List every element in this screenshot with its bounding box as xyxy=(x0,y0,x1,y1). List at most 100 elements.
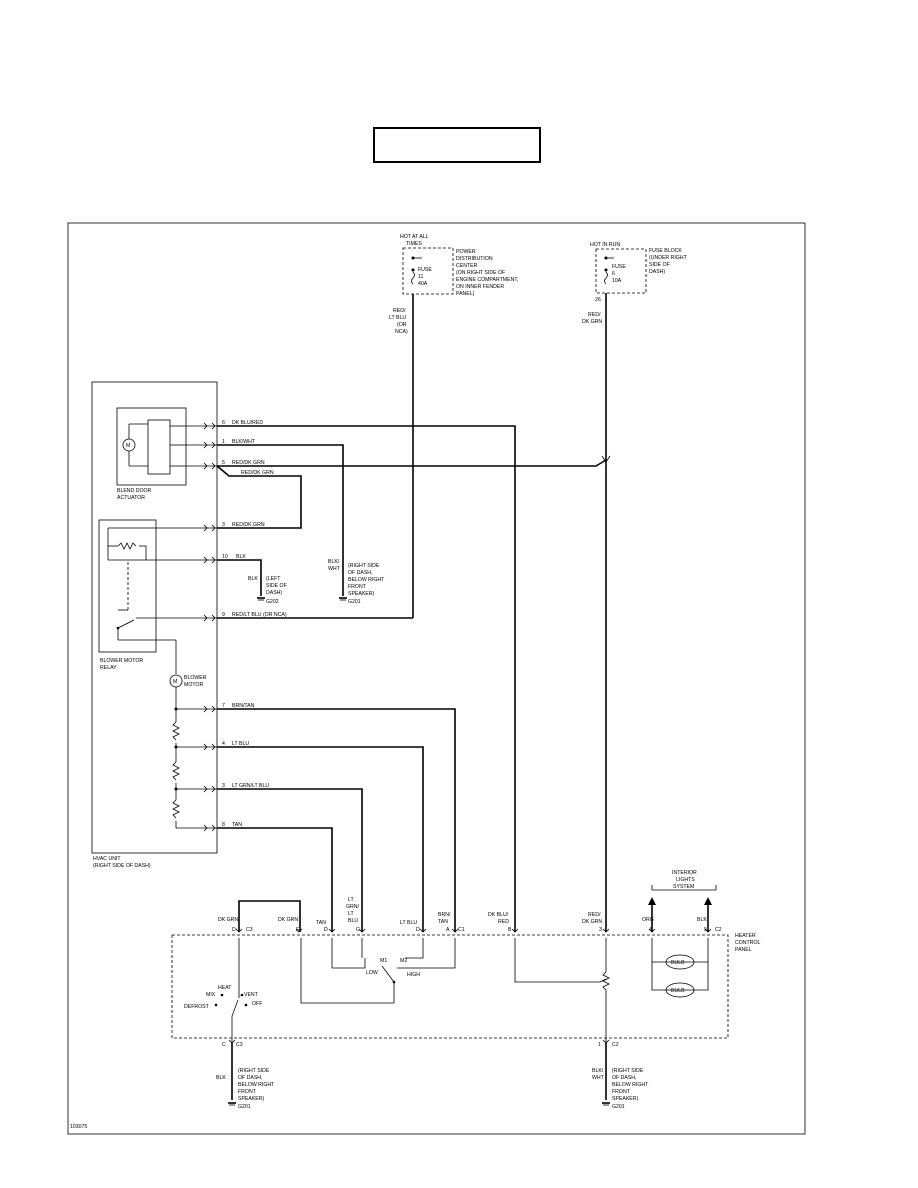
svg-text:TAN: TAN xyxy=(438,919,448,925)
svg-text:HOT IN RUN: HOT IN RUN xyxy=(590,242,620,248)
svg-text:(RIGHT SIDE: (RIGHT SIDE xyxy=(612,1068,644,1074)
svg-text:BLOWER: BLOWER xyxy=(184,675,207,681)
svg-text:7: 7 xyxy=(222,703,225,709)
svg-text:TAN: TAN xyxy=(232,822,242,828)
svg-text:DK GRN: DK GRN xyxy=(278,917,298,923)
svg-text:HIGH: HIGH xyxy=(407,972,420,978)
svg-text:4: 4 xyxy=(222,741,225,747)
svg-text:BLK: BLK xyxy=(216,1075,226,1081)
blower-motor: M BLOWER MOTOR xyxy=(156,639,207,828)
svg-text:BLK: BLK xyxy=(697,917,707,923)
svg-text:HVAC UNIT: HVAC UNIT xyxy=(93,856,121,862)
svg-text:(UNDER RIGHT: (UNDER RIGHT xyxy=(649,255,688,261)
title-box xyxy=(373,127,541,163)
svg-text:WHT: WHT xyxy=(328,566,341,572)
svg-text:BLK: BLK xyxy=(236,554,246,560)
svg-text:OF DASH,: OF DASH, xyxy=(348,570,373,576)
svg-text:RED/DK GRN: RED/DK GRN xyxy=(232,522,265,528)
svg-text:BULB: BULB xyxy=(671,988,685,994)
svg-text:TIMES: TIMES xyxy=(406,241,422,247)
svg-text:M: M xyxy=(126,443,130,449)
svg-text:G201: G201 xyxy=(612,1104,625,1110)
svg-text:BLK: BLK xyxy=(248,576,258,582)
svg-text:GRN/: GRN/ xyxy=(346,904,360,910)
svg-text:C2: C2 xyxy=(715,927,722,933)
svg-text:RED/DK GRN: RED/DK GRN xyxy=(241,470,274,476)
svg-text:(RIGHT SIDE: (RIGHT SIDE xyxy=(348,563,380,569)
svg-text:SIDE OF: SIDE OF xyxy=(266,583,287,589)
svg-text:3: 3 xyxy=(222,783,225,789)
svg-text:1: 1 xyxy=(222,439,225,445)
svg-text:INTERIOR: INTERIOR xyxy=(672,870,697,876)
svg-text:E: E xyxy=(296,927,300,933)
svg-text:FUSE BLOCK: FUSE BLOCK xyxy=(649,248,682,254)
svg-text:D: D xyxy=(416,927,420,933)
svg-text:BELOW RIGHT: BELOW RIGHT xyxy=(348,577,385,583)
svg-text:ACTUATOR: ACTUATOR xyxy=(117,495,145,501)
svg-text:5: 5 xyxy=(222,460,225,466)
svg-text:WHT: WHT xyxy=(592,1075,605,1081)
svg-text:ON INNER FENDER: ON INNER FENDER xyxy=(456,284,504,290)
svg-text:G202: G202 xyxy=(266,599,279,605)
svg-text:C3: C3 xyxy=(246,927,253,933)
svg-text:FUSE: FUSE xyxy=(418,267,432,273)
svg-text:M: M xyxy=(173,679,177,685)
svg-text:OF DASH,: OF DASH, xyxy=(238,1075,263,1081)
svg-text:M1: M1 xyxy=(380,958,387,964)
svg-text:BELOW RIGHT: BELOW RIGHT xyxy=(612,1082,649,1088)
svg-text:A: A xyxy=(446,927,450,933)
svg-text:BRN/: BRN/ xyxy=(438,912,451,918)
svg-text:LT BLU: LT BLU xyxy=(400,920,417,926)
svg-text:BLEND DOOR: BLEND DOOR xyxy=(117,488,152,494)
svg-text:HEATER: HEATER xyxy=(735,933,756,939)
svg-text:3: 3 xyxy=(599,927,602,933)
heater-control-panel: HEATER CONTROL PANEL DK GRN DK GRN TAN L… xyxy=(171,897,760,1048)
ground-g201-right: 1 C2 BLK/ WHT (RIGHT SIDE OF DASH, BELOW… xyxy=(592,1039,649,1110)
svg-text:SIDE OF: SIDE OF xyxy=(649,262,670,268)
svg-text:40A: 40A xyxy=(418,281,428,287)
svg-text:C2: C2 xyxy=(612,1042,619,1048)
svg-text:DK GRN: DK GRN xyxy=(218,917,238,923)
svg-text:6: 6 xyxy=(222,420,225,426)
svg-text:BLK/: BLK/ xyxy=(328,559,340,565)
svg-text:BLU: BLU xyxy=(348,918,358,924)
ground-g201-top: BLK/ WHT (RIGHT SIDE OF DASH, BELOW RIGH… xyxy=(328,559,385,605)
svg-text:D: D xyxy=(324,927,328,933)
svg-text:(ON RIGHT SIDE OF: (ON RIGHT SIDE OF xyxy=(456,270,505,276)
svg-text:NCA): NCA) xyxy=(395,329,408,335)
hvac-unit: HVAC UNIT (RIGHT SIDE OF DASH) xyxy=(91,381,218,869)
svg-text:3: 3 xyxy=(222,522,225,528)
svg-text:BULB: BULB xyxy=(671,960,685,966)
svg-text:MOTOR: MOTOR xyxy=(184,682,203,688)
svg-text:FRONT: FRONT xyxy=(348,584,367,590)
svg-text:9: 9 xyxy=(222,612,225,618)
svg-text:RED/: RED/ xyxy=(588,312,601,318)
svg-text:FRONT: FRONT xyxy=(612,1089,631,1095)
svg-text:(OR: (OR xyxy=(397,322,407,328)
svg-text:RED: RED xyxy=(498,919,509,925)
svg-text:(RIGHT SIDE OF DASH): (RIGHT SIDE OF DASH) xyxy=(93,863,151,869)
svg-text:LT BLU: LT BLU xyxy=(232,741,249,747)
power-distribution-center: HOT AT ALL TIMES FUSE 11 40A POWER DISTR… xyxy=(389,234,518,335)
svg-text:B: B xyxy=(508,927,512,933)
svg-text:TAN: TAN xyxy=(316,920,326,926)
svg-text:LT GRN/LT BLU: LT GRN/LT BLU xyxy=(232,783,269,789)
svg-text:OF DASH,: OF DASH, xyxy=(612,1075,637,1081)
svg-text:LOW: LOW xyxy=(366,970,378,976)
svg-text:BLK/WHT: BLK/WHT xyxy=(232,439,256,445)
svg-text:HOT AT ALL: HOT AT ALL xyxy=(400,234,429,240)
svg-text:RED/LT BLU (OR NCA): RED/LT BLU (OR NCA) xyxy=(232,612,287,618)
svg-text:LIGHTS: LIGHTS xyxy=(676,877,695,883)
ground-g202: BLK (LEFT SIDE OF DASH) G202 xyxy=(248,576,287,605)
svg-text:BLOWER MOTOR: BLOWER MOTOR xyxy=(100,658,143,664)
svg-text:HEAT: HEAT xyxy=(218,985,232,991)
svg-text:RED/: RED/ xyxy=(588,912,601,918)
svg-text:1: 1 xyxy=(598,1042,601,1048)
svg-text:LT BLU: LT BLU xyxy=(389,315,406,321)
svg-text:OFF: OFF xyxy=(252,1001,262,1007)
svg-text:C1: C1 xyxy=(458,927,465,933)
svg-text:DK BLU/RED: DK BLU/RED xyxy=(232,420,263,426)
svg-text:LT: LT xyxy=(348,911,354,917)
hvac-wires: 6 DK BLU/RED 1 BLK/WHT 5 RED/DK GRN RED/… xyxy=(216,420,607,932)
